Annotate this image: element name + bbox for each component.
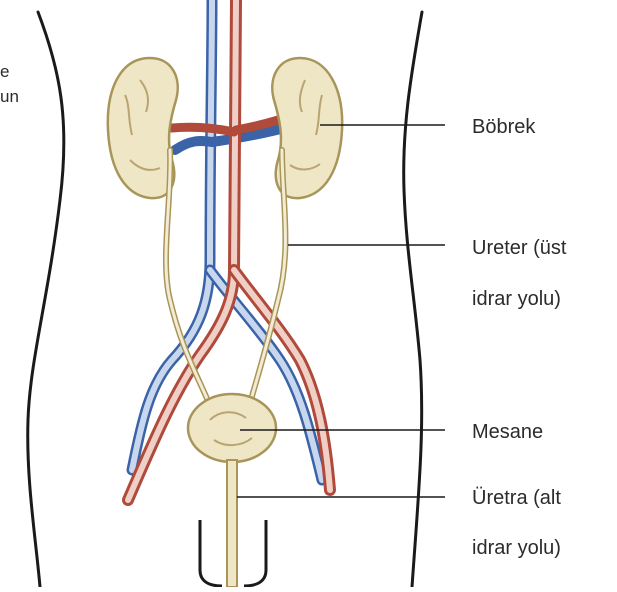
label-ureter-line-1: Ureter (üst	[472, 235, 566, 261]
label-kidney: Böbrek	[472, 114, 535, 140]
clipped-text-line-1: e	[0, 62, 9, 82]
urethra	[227, 460, 237, 587]
label-bladder: Mesane	[472, 419, 543, 445]
torso-right-outline	[404, 12, 422, 587]
bladder	[188, 394, 276, 462]
clipped-text-line-2: un	[0, 87, 19, 107]
label-urethra-line-2: idrar yolu)	[472, 535, 561, 561]
torso-left-outline	[28, 12, 64, 587]
label-urethra-line-1: Üretra (alt	[472, 485, 561, 511]
label-ureter-line-2: idrar yolu)	[472, 286, 561, 312]
